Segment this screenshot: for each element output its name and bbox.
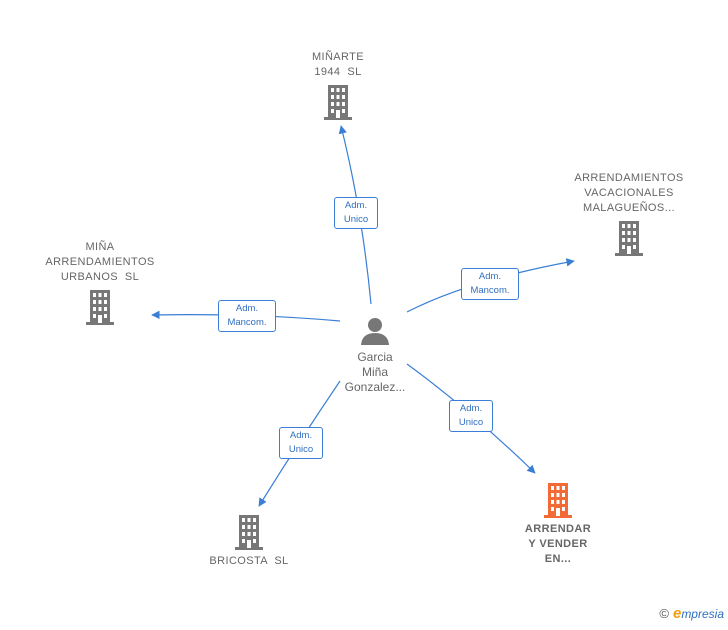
company-node-mina-arrendamientos[interactable]: MIÑA ARRENDAMIENTOS URBANOS SL xyxy=(35,240,165,326)
company-node-arrendar-y-vender[interactable]: ARRENDAR Y VENDER EN... xyxy=(508,483,608,567)
company-name-line: ARRENDAMIENTOS xyxy=(574,172,684,184)
brand-footer: ©empresia xyxy=(659,605,724,622)
person-name-line: Gonzalez... xyxy=(344,380,406,394)
company-node-minarte[interactable]: MIÑARTE 1944 SL xyxy=(288,50,388,121)
building-icon xyxy=(615,221,643,256)
edge-label-mina-arrendamientos[interactable]: Adm. Mancom. xyxy=(218,300,276,332)
edge-label-arrendamientos-vacacionales[interactable]: Adm. Mancom. xyxy=(461,268,519,300)
company-name-line: MIÑARTE xyxy=(311,51,365,63)
company-name-line: VACACIONALES xyxy=(584,187,674,199)
building-icon xyxy=(324,85,352,120)
company-name-line: MALAGUEÑOS... xyxy=(583,202,675,214)
company-name-line: Y VENDER xyxy=(528,538,588,550)
brand-logo-text: mpresia xyxy=(681,607,724,621)
edge-label-minarte[interactable]: Adm. Unico xyxy=(334,197,378,229)
person-name-line: Miña xyxy=(361,365,388,379)
copyright-symbol: © xyxy=(659,606,669,621)
company-name-line: ARRENDAR xyxy=(524,523,592,535)
person-name-line: Garcia xyxy=(357,350,393,364)
company-name-line: BRICOSTA SL xyxy=(209,555,289,567)
building-icon xyxy=(235,515,263,550)
company-name-line: ARRENDAMIENTOS xyxy=(45,256,155,268)
edge-label-arrendar-y-vender[interactable]: Adm. Unico xyxy=(449,400,493,432)
company-node-arrendamientos-vacacionales[interactable]: ARRENDAMIENTOS VACACIONALES MALAGUEÑOS..… xyxy=(562,171,696,257)
company-name-line: 1944 SL xyxy=(314,66,362,78)
building-icon xyxy=(544,483,572,518)
person-icon xyxy=(361,318,389,345)
company-name-line: URBANOS SL xyxy=(60,271,140,283)
company-name-line: EN... xyxy=(544,553,572,565)
person-node-center[interactable]: Garcia Miña Gonzalez... xyxy=(330,316,420,395)
edge-label-bricosta[interactable]: Adm. Unico xyxy=(279,427,323,459)
company-node-bricosta[interactable]: BRICOSTA SL xyxy=(197,515,301,569)
brand-logo-initial: e xyxy=(672,605,682,622)
building-icon xyxy=(86,290,114,325)
company-name-line: MIÑA xyxy=(85,241,115,253)
